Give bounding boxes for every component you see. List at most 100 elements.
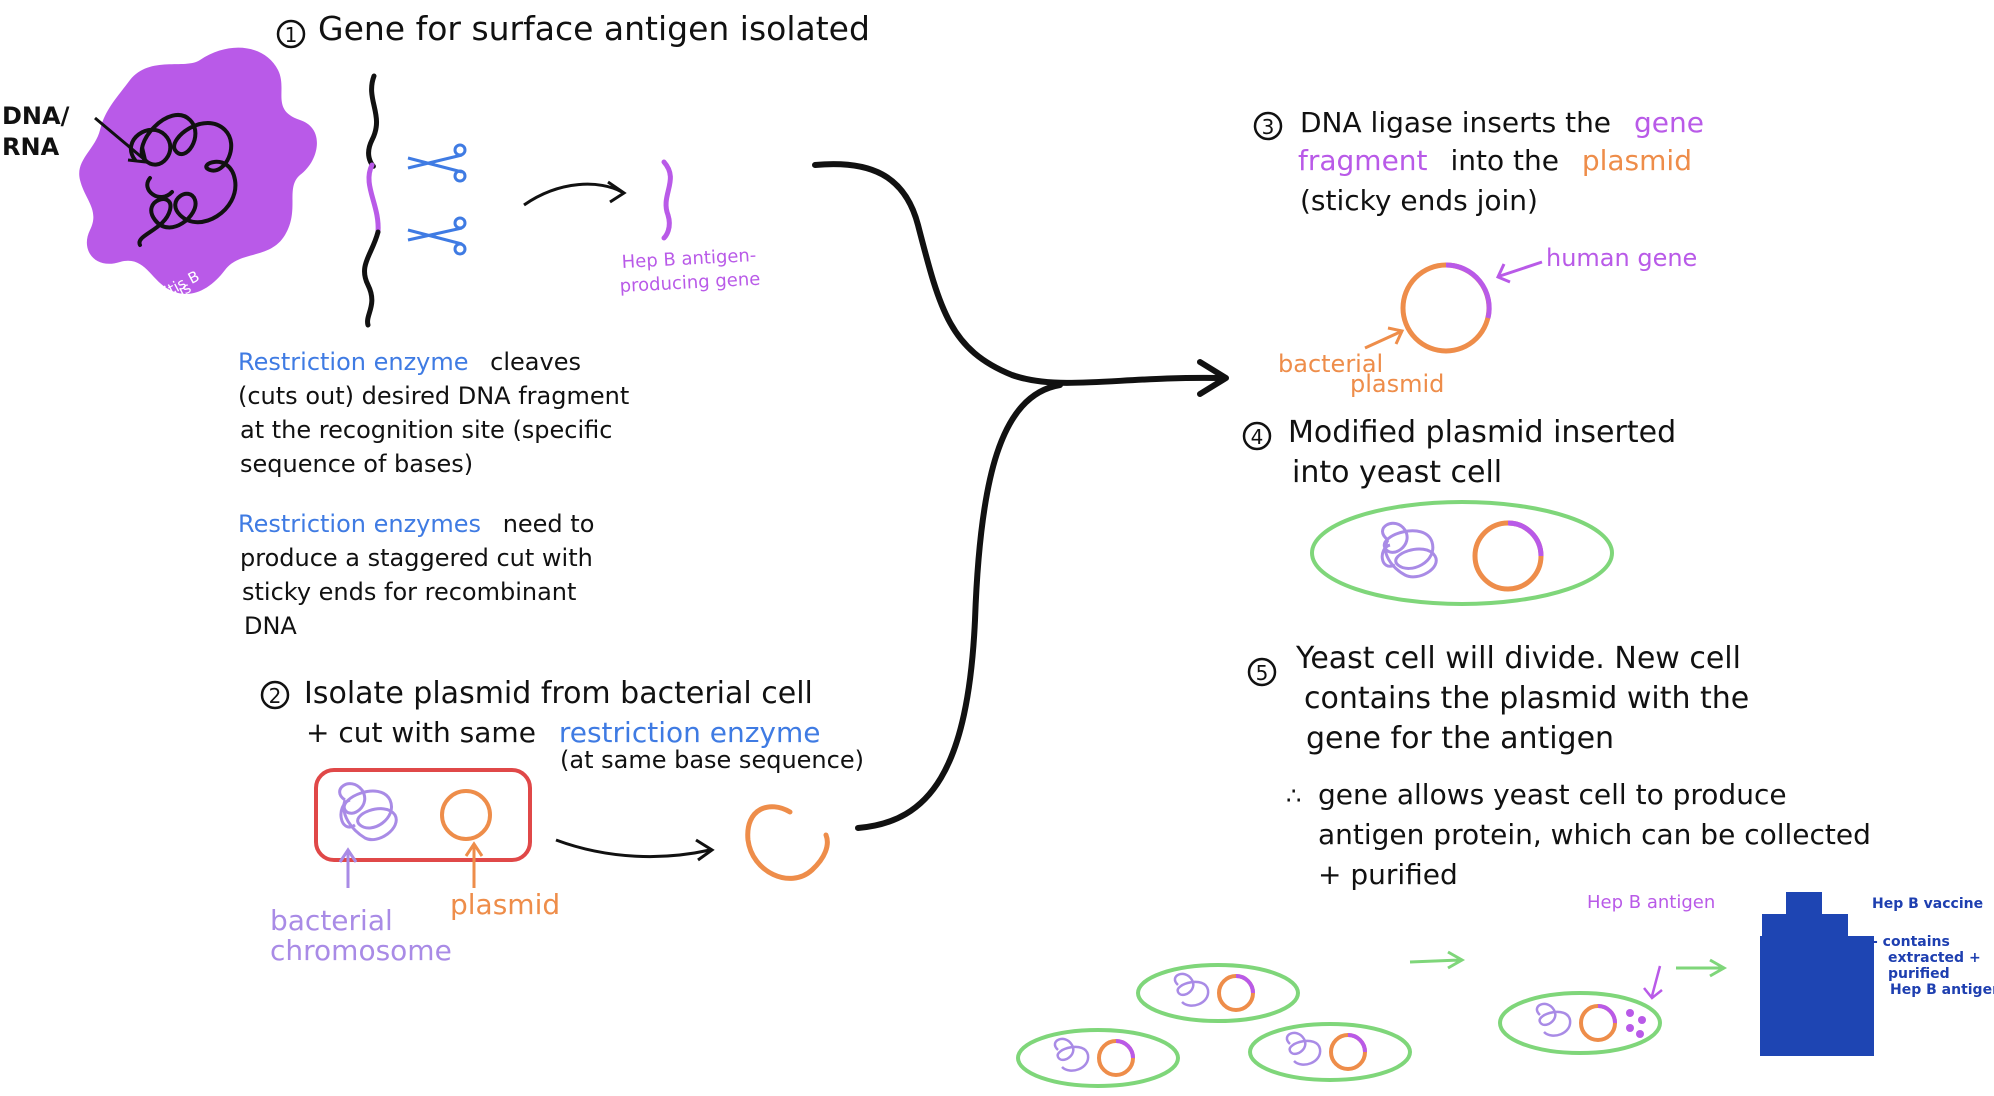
human-gene-label: human gene — [1546, 244, 1697, 272]
step2-number: 2 — [269, 684, 282, 708]
yeast-cell-divided — [1136, 963, 1300, 1023]
arrow-to-gene — [523, 182, 623, 207]
enzyme-para2-line4: DNA — [244, 612, 297, 640]
inserted-human-gene — [1445, 262, 1492, 319]
antigen-dot — [1626, 1009, 1634, 1017]
vaccine-line3: purified — [1888, 966, 1950, 982]
step2-line1: Isolate plasmid from bacterial cell — [304, 676, 813, 711]
step3-line1-term: gene — [1634, 106, 1704, 139]
scissors-icon — [407, 216, 467, 256]
step3-line2-term1: fragment — [1298, 144, 1428, 177]
antigen-dot — [1626, 1024, 1634, 1032]
step4-number-circle — [1242, 421, 1272, 451]
step3-line2-mid: into the — [1450, 144, 1559, 177]
step3-number-circle — [1253, 111, 1283, 141]
step1-group: 1 Gene for surface antigen isolated DNA/… — [2, 9, 870, 640]
arrow-to-cut-plasmid-head — [695, 838, 715, 862]
arrow-to-gene-head — [607, 180, 627, 204]
enzyme-para2-rest: need to — [503, 510, 595, 538]
yeast-plasmid-gene — [1507, 520, 1544, 557]
vaccine-line2: extracted + — [1888, 950, 1981, 966]
step5-line2: contains the plasmid with the — [1304, 681, 1749, 716]
therefore-symbol: ∴ — [1286, 782, 1301, 810]
human-gene-arrow — [1495, 260, 1543, 284]
plasmid — [440, 789, 492, 841]
arrow-to-vaccine — [1676, 958, 1728, 978]
scissors-icon — [407, 143, 467, 183]
hepatitis-b-virus — [79, 47, 317, 294]
chromosome-label-line1: bacterial — [270, 904, 393, 937]
step1-title: Gene for surface antigen isolated — [318, 9, 870, 48]
plasmid-label-arrow — [464, 841, 484, 888]
step3-line2: fragment into the plasmid — [1298, 144, 1692, 177]
cut-plasmid — [745, 804, 830, 881]
gene-segment — [366, 162, 381, 235]
step5-line5: antigen protein, which can be collected — [1318, 818, 1871, 851]
enzyme-para1-line2: (cuts out) desired DNA fragment — [238, 382, 629, 410]
step3-line1: DNA ligase inserts the gene — [1300, 106, 1704, 139]
step5-number: 5 — [1256, 661, 1269, 685]
dna-rna-label-line1: DNA/ — [2, 102, 70, 130]
enzyme-para1-term: Restriction enzyme — [238, 348, 469, 376]
step5-line6: + purified — [1318, 858, 1458, 891]
step2-line3: (at same base sequence) — [560, 746, 864, 774]
antigen-dot — [1636, 1030, 1644, 1038]
step5-line3: gene for the antigen — [1306, 721, 1614, 756]
gene-label-line2: producing gene — [619, 269, 761, 297]
isolated-gene — [661, 159, 673, 241]
vaccine-line4: Hep B antigen — [1890, 982, 1994, 998]
step4-line1: Modified plasmid inserted — [1288, 415, 1676, 450]
chromosome-label-arrow — [338, 847, 358, 888]
plasmid-label: plasmid — [450, 888, 560, 921]
bacterial-plasmid-label-line1: bacterial — [1278, 350, 1383, 378]
enzyme-para1-line3: at the recognition site (specific — [240, 416, 612, 444]
dna-strand-top — [366, 73, 379, 169]
merge-arrowhead — [1197, 359, 1229, 397]
step2-line2-prefix: + cut with same — [306, 716, 536, 749]
dna-label-arrow — [94, 116, 146, 162]
enzyme-para1-line4: sequence of bases) — [240, 450, 473, 478]
step3-line1-prefix: DNA ligase inserts the — [1300, 106, 1611, 139]
step4-line2: into yeast cell — [1292, 455, 1502, 490]
step3-number: 3 — [1262, 115, 1275, 139]
chromosome-label-line2: chromosome — [270, 934, 452, 967]
dna-strand-bottom — [362, 229, 381, 328]
dna-rna-label-line2: RNA — [2, 133, 60, 161]
merge-arrow-bottom — [855, 382, 1063, 831]
step3-group: 3 DNA ligase inserts the gene fragment i… — [1253, 106, 1704, 398]
vaccine-line1: - contains — [1872, 934, 1950, 950]
step5-line4: gene allows yeast cell to produce — [1318, 778, 1787, 811]
enzyme-para2-line3: sticky ends for recombinant — [242, 578, 576, 606]
step4-number: 4 — [1251, 425, 1264, 449]
yeast-cell-divided — [1016, 1028, 1180, 1088]
yeast-cell — [1310, 500, 1614, 606]
step2-number-circle — [260, 680, 290, 710]
yeast-cell-divided — [1248, 1022, 1412, 1082]
vaccine-bottle-icon — [1760, 892, 1874, 1056]
bacterial-plasmid-label-line2: plasmid — [1350, 370, 1444, 398]
step1-number-circle — [276, 19, 306, 49]
dna-label-arrowhead — [127, 144, 148, 164]
step4-group: 4 Modified plasmid inserted into yeast c… — [1242, 415, 1676, 606]
step1-number: 1 — [285, 23, 298, 47]
enzyme-para2-term: Restriction enzymes — [238, 510, 481, 538]
gene-label-line1: Hep B antigen- — [621, 245, 757, 273]
enzyme-para2-line2: produce a staggered cut with — [240, 544, 593, 572]
arrow-to-producing-cell — [1409, 950, 1466, 970]
step5-line1: Yeast cell will divide. New cell — [1295, 641, 1741, 676]
antigen-label: Hep B antigen — [1587, 892, 1715, 913]
enzyme-para1-rest: cleaves — [490, 348, 581, 376]
bacterial-plasmid-arrow — [1364, 326, 1405, 350]
step3-line2-term2: plasmid — [1582, 144, 1692, 177]
antigen-label-arrow — [1643, 965, 1663, 1000]
step3-line3: (sticky ends join) — [1300, 184, 1538, 217]
enzyme-para1-line1: Restriction enzyme cleaves — [238, 348, 581, 376]
antigen-dot — [1638, 1016, 1646, 1024]
antigen-producing-cell — [1498, 991, 1662, 1055]
bacterial-chromosome — [338, 782, 398, 842]
bacterial-cell — [314, 768, 532, 862]
step5-group: 5 Yeast cell will divide. New cell conta… — [1016, 641, 1994, 1088]
merge-arrow-top — [812, 161, 1225, 386]
enzyme-para2-line1: Restriction enzymes need to — [238, 510, 594, 538]
